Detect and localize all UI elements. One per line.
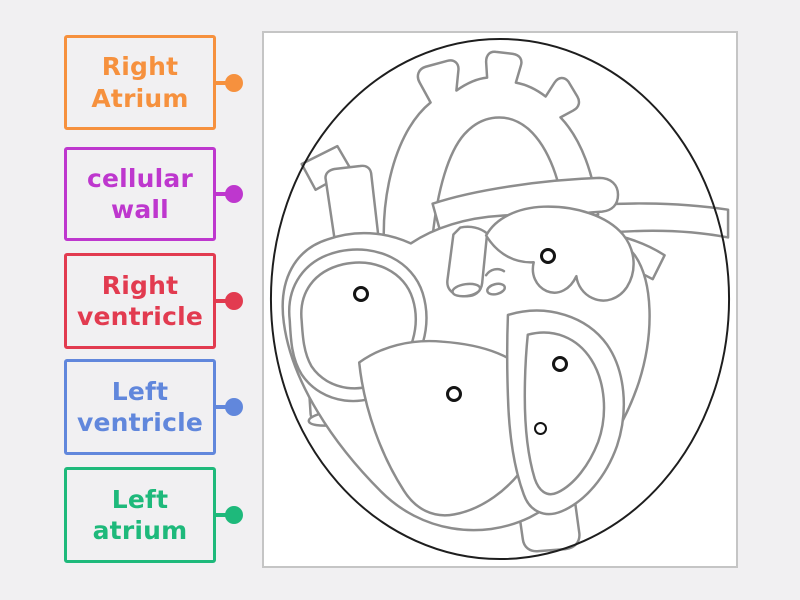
label-left-atrium-text: Left atrium (92, 484, 188, 545)
left-atrium (484, 205, 635, 302)
label-right-ventricle-text: Right ventricle (76, 270, 204, 331)
connector-line (213, 192, 231, 196)
connector (213, 185, 243, 203)
label-cellular-wall-text: cellular wall (86, 163, 194, 224)
label-right-atrium[interactable]: Right Atrium (64, 35, 243, 130)
label-right-atrium-text: Right Atrium (91, 52, 189, 113)
target-right-atrium-area[interactable] (353, 286, 369, 302)
connector-dot-icon (225, 73, 243, 92)
aortic-arch (382, 50, 600, 285)
target-right-ventricle-area[interactable] (446, 386, 462, 402)
label-left-atrium[interactable]: Left atrium (64, 467, 243, 563)
label-left-ventricle[interactable]: Left ventricle (64, 359, 243, 455)
diagram-panel (262, 31, 738, 568)
connector (213, 398, 243, 416)
label-column: Right Atrium cellular wall Right ventric… (0, 0, 262, 600)
target-wall-area[interactable] (533, 421, 547, 435)
connector-line (213, 513, 231, 517)
connector-dot-icon (225, 506, 243, 524)
valve-arc (484, 267, 506, 277)
target-left-atrium-area[interactable] (540, 248, 556, 264)
connector-line (213, 299, 231, 303)
connector-dot-icon (225, 292, 243, 310)
connector-line (213, 405, 231, 409)
connector (213, 73, 243, 92)
label-left-ventricle-text: Left ventricle (76, 376, 204, 437)
oval-frame (269, 37, 731, 561)
connector-line (213, 80, 231, 85)
connector-dot-icon (225, 185, 243, 203)
left-ventricle-inner (523, 331, 606, 496)
right-atrium-inner (300, 261, 417, 390)
left-ventricle-outer (505, 309, 626, 516)
heart-diagram-illustration (269, 37, 731, 561)
connector (213, 292, 243, 310)
aortic-root-opening (451, 282, 482, 298)
connector (213, 506, 243, 524)
connector-dot-icon (225, 398, 243, 416)
valve-opening (486, 282, 507, 296)
label-right-ventricle[interactable]: Right ventricle (64, 253, 243, 349)
label-cellular-wall[interactable]: cellular wall (64, 147, 243, 241)
target-left-ventricle-area[interactable] (552, 356, 568, 372)
